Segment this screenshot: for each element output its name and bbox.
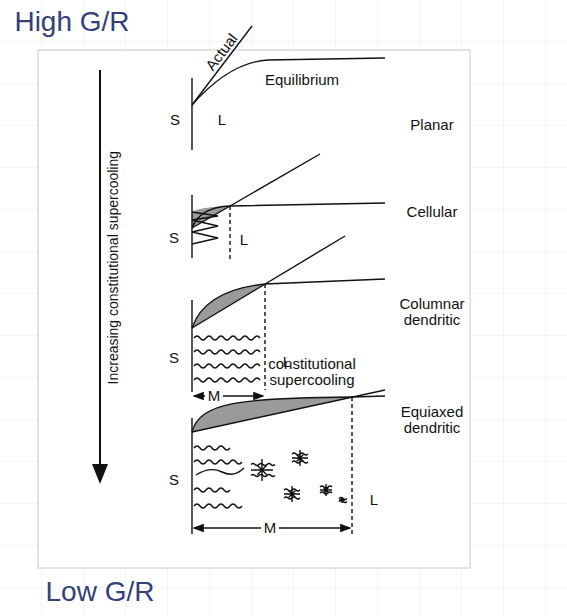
mode-label: Columnar dendritic (385, 296, 480, 329)
phase-label: S (169, 350, 179, 367)
dendrite-stroke (284, 489, 300, 491)
dendrite-stroke (194, 488, 230, 492)
mode-label: Planar (410, 117, 453, 134)
dendrite-stroke (194, 446, 230, 450)
dendrite-stroke (339, 498, 347, 500)
dendrite-stroke (194, 350, 260, 354)
trend-label: Increasing constitutional supercooling (106, 151, 121, 384)
mode-label: Equiaxed dendritic (385, 404, 480, 437)
dendrite-stroke (194, 460, 242, 464)
dendrite-stroke (194, 504, 242, 508)
phase-label: S (170, 112, 180, 129)
dendrite-stroke (320, 486, 332, 488)
dendrite-stroke (339, 501, 347, 503)
dendrite-stroke (251, 459, 273, 481)
phase-label: S (169, 472, 179, 489)
dendrite-stroke (320, 492, 332, 494)
axis-end-label: Low G/R (46, 577, 155, 608)
dendrite-stroke (251, 464, 275, 466)
dendrite-stroke (194, 364, 260, 368)
dendrite-stroke (292, 450, 308, 466)
phase-label: L (240, 232, 248, 249)
trend-arrow (99, 70, 101, 474)
zone-width-label: M (261, 520, 280, 537)
zone-width-label: M (205, 388, 224, 405)
curve-label: Equilibrium (265, 72, 339, 89)
dendrite-stroke (292, 453, 308, 455)
dendrite-stroke (196, 468, 244, 475)
dendrite-stroke (251, 475, 275, 477)
phase-label: S (169, 230, 179, 247)
dendrite-stroke (194, 378, 260, 382)
phase-label: L (370, 492, 378, 509)
phase-label: L (218, 112, 226, 129)
axis-end-label: High G/R (14, 7, 129, 38)
dendrite-stroke (194, 336, 260, 340)
dendrite-stroke (320, 484, 332, 496)
mode-label: Cellular (407, 204, 458, 221)
dendrite-stroke (292, 461, 308, 463)
region-label: constitutional supercooling (250, 356, 375, 389)
temperature-profiles (192, 26, 385, 534)
dendrite-stroke (284, 486, 300, 502)
dendrite-stroke (284, 497, 300, 499)
